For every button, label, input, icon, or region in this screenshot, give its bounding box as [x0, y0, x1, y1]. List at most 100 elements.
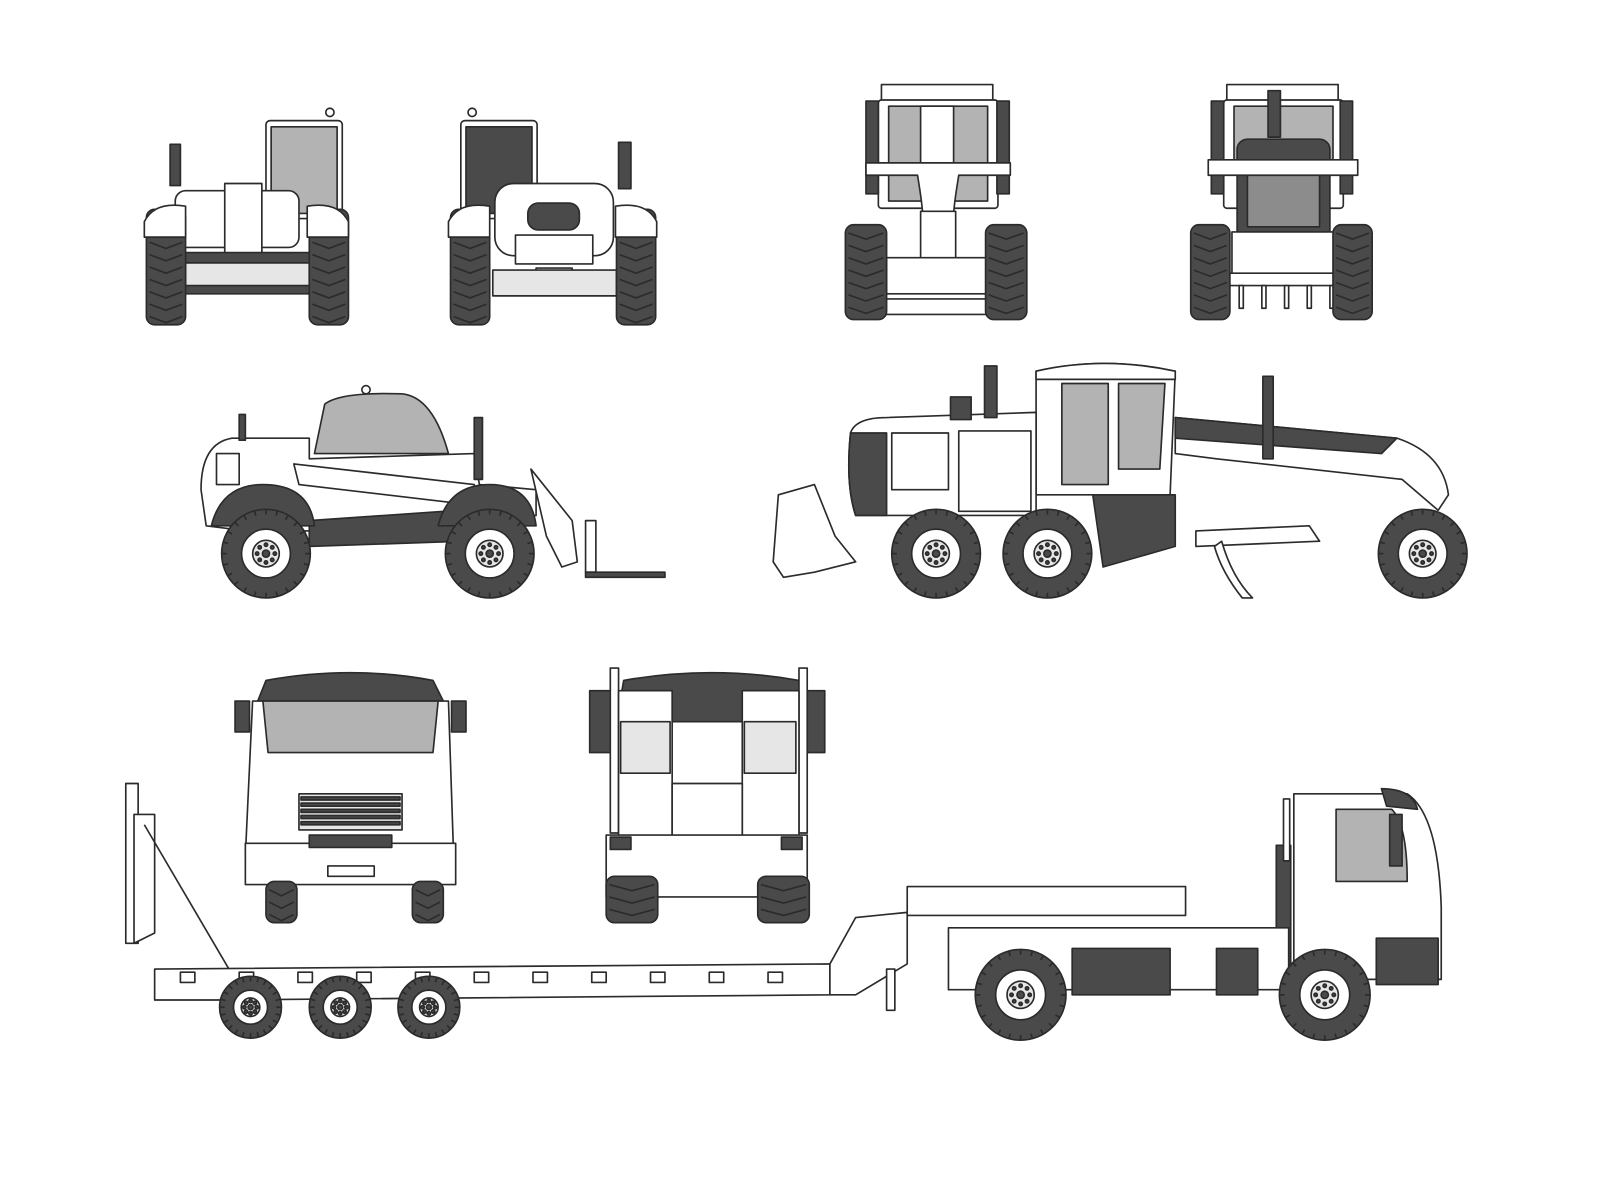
tread	[446, 984, 452, 990]
tread	[453, 303, 487, 312]
tread	[234, 980, 239, 986]
tread	[848, 294, 884, 302]
tread	[848, 269, 884, 278]
tread	[346, 977, 350, 983]
lug-nut	[269, 544, 275, 550]
lug-nut	[426, 998, 432, 1004]
tread	[848, 244, 884, 253]
cross-beam	[1207, 158, 1359, 177]
tread	[149, 266, 183, 275]
tandem-housing	[1091, 494, 1177, 568]
tread	[987, 1022, 993, 1028]
tread	[923, 591, 927, 597]
post-right	[798, 667, 809, 834]
tread	[963, 580, 969, 586]
tread	[275, 998, 281, 1002]
wheel	[444, 508, 535, 599]
air-intake	[949, 396, 972, 421]
lift-cylinder	[1262, 375, 1275, 460]
tread	[1035, 591, 1039, 597]
tread	[976, 982, 982, 986]
tread	[299, 530, 305, 535]
lug-nut	[1420, 542, 1426, 548]
tread	[415, 901, 441, 910]
tread	[619, 253, 653, 262]
tread	[220, 1013, 226, 1017]
lug-nut	[342, 1009, 348, 1015]
tread	[1432, 510, 1435, 516]
lug-nut	[1036, 551, 1042, 557]
tread	[1399, 587, 1404, 593]
tread	[253, 510, 257, 516]
tread	[222, 562, 229, 566]
hub-center	[931, 549, 941, 558]
tread	[446, 1024, 452, 1030]
tread	[312, 303, 346, 312]
lug-nut	[272, 551, 278, 557]
tread	[1048, 1022, 1054, 1028]
tread	[434, 1031, 438, 1038]
tread	[1055, 971, 1061, 976]
lug-nut	[1328, 985, 1334, 991]
lug-nut	[426, 1010, 432, 1016]
tread	[357, 984, 363, 990]
tread	[293, 580, 298, 586]
tread	[1193, 244, 1228, 253]
tread	[1390, 521, 1396, 527]
windshield	[262, 700, 439, 754]
truck-rear-view	[588, 667, 826, 924]
hub-center	[425, 1003, 433, 1011]
deck-cleat	[590, 971, 608, 984]
lug-nut	[342, 1000, 348, 1006]
ripper-tooth	[1261, 284, 1267, 310]
lug-nut	[1024, 985, 1030, 991]
tread	[346, 1031, 350, 1038]
tread	[1449, 580, 1455, 586]
fork-carriage	[584, 519, 597, 573]
tread	[988, 306, 1024, 315]
lug-nut	[263, 542, 269, 548]
hub-center	[1043, 549, 1052, 558]
tread	[453, 253, 487, 262]
tread	[609, 883, 655, 892]
tread	[1024, 587, 1029, 593]
lug-nut	[243, 1009, 249, 1015]
tread	[149, 253, 183, 262]
tread	[1301, 955, 1306, 961]
tread	[441, 980, 446, 986]
tread	[1080, 530, 1087, 535]
tread	[1359, 971, 1365, 976]
exhaust-pipe	[1282, 798, 1291, 862]
lug-nut	[1053, 551, 1059, 557]
engine-hood	[215, 452, 240, 486]
mirror-right	[617, 141, 632, 190]
tread	[420, 1031, 423, 1038]
tread	[988, 269, 1024, 278]
tread	[256, 1031, 260, 1038]
wheel	[308, 975, 372, 1039]
tread	[893, 541, 899, 545]
tread	[262, 1029, 267, 1035]
lug-nut	[487, 542, 493, 548]
bumper	[514, 234, 594, 265]
tread	[450, 572, 457, 577]
cooler-left	[619, 720, 671, 775]
hub-center	[336, 1003, 344, 1011]
tread	[223, 991, 229, 996]
tread	[1055, 1014, 1061, 1019]
tread	[1066, 587, 1071, 593]
mirror-post	[473, 416, 484, 481]
tread	[904, 580, 909, 586]
hub-center	[261, 549, 271, 558]
tread	[303, 562, 310, 566]
tread	[466, 587, 471, 593]
grille	[527, 202, 581, 231]
tread	[1334, 1033, 1338, 1039]
tread	[1085, 562, 1091, 566]
gooseneck-upper	[906, 885, 1187, 917]
tread	[234, 580, 239, 586]
tread	[619, 303, 653, 312]
tread	[945, 591, 949, 597]
tread	[1193, 294, 1228, 302]
tread	[317, 984, 323, 990]
